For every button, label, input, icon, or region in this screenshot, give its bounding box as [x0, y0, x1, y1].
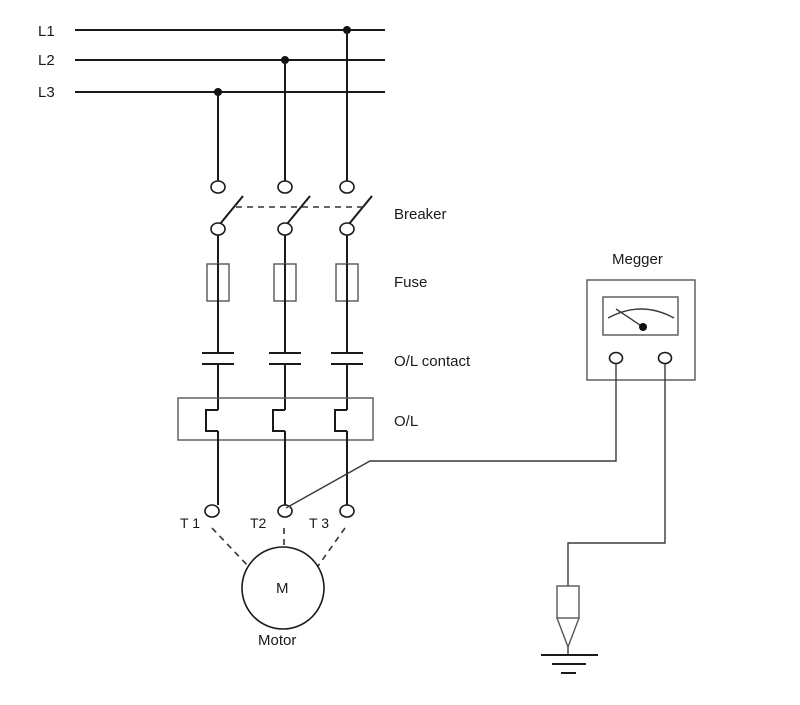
terminal-t1-label: T 1 [180, 515, 200, 531]
line-l2-label: L2 [38, 52, 55, 69]
supply-lines: L1 L2 L3 [38, 23, 385, 101]
line-l3-label: L3 [38, 84, 55, 101]
ol-relay: O/L [177, 397, 418, 441]
ground-probe [541, 585, 598, 674]
megger-terminal-line [608, 351, 624, 365]
motor-lead-t3 [317, 527, 346, 567]
probe-handle [556, 585, 580, 619]
ol-heater-c [334, 409, 347, 432]
ol-relay-box [177, 397, 374, 441]
megger-needle [615, 308, 644, 328]
motor-label: Motor [258, 632, 296, 649]
terminal-t1 [204, 504, 220, 518]
ol-contact-label: O/L contact [394, 353, 471, 370]
breaker-blade-b [286, 195, 311, 225]
line-l1-label: L1 [38, 23, 55, 40]
breaker-bottom-terminal-a [210, 222, 226, 236]
breaker-top-terminal-c [339, 180, 355, 194]
fuse-label: Fuse [394, 274, 427, 291]
breaker-bottom-terminal-b [277, 222, 293, 236]
ol-heater-b [272, 409, 285, 432]
motor: M Motor [211, 527, 346, 649]
breaker-bottom-terminal-c [339, 222, 355, 236]
breaker-blade-a [219, 195, 244, 225]
terminal-t3 [339, 504, 355, 518]
breaker-top-terminal-a [210, 180, 226, 194]
terminal-t2-label: T2 [250, 515, 267, 531]
ol-heater-a [205, 409, 218, 432]
megger-label: Megger [612, 251, 663, 268]
megger-case [586, 279, 696, 381]
breaker-label: Breaker [394, 206, 447, 223]
probe-tip [556, 617, 580, 649]
megger-terminal-earth [657, 351, 673, 365]
terminal-t2 [277, 504, 293, 518]
ol-label: O/L [394, 413, 418, 430]
motor-symbol-label: M [276, 580, 289, 597]
motor-terminals: T 1 T2 T 3 [180, 504, 355, 531]
phase-drops [217, 30, 348, 181]
ol-contact: O/L contact [202, 352, 471, 370]
motor-lead-t1 [211, 527, 249, 567]
megger-needle-pivot [639, 323, 647, 331]
megger-line-lead [285, 364, 617, 509]
breaker-top-terminal-b [277, 180, 293, 194]
megger-leads [285, 364, 666, 586]
terminal-t3-label: T 3 [309, 515, 329, 531]
megger-scale-arc [607, 308, 675, 319]
megger-meter-window [602, 296, 679, 336]
fuses: Fuse [206, 263, 427, 302]
breaker-blade-c [348, 195, 373, 225]
megger: Megger [586, 251, 696, 381]
breaker: Breaker [210, 180, 447, 236]
megger-earth-lead [567, 364, 666, 586]
motor-symbol [241, 546, 325, 630]
